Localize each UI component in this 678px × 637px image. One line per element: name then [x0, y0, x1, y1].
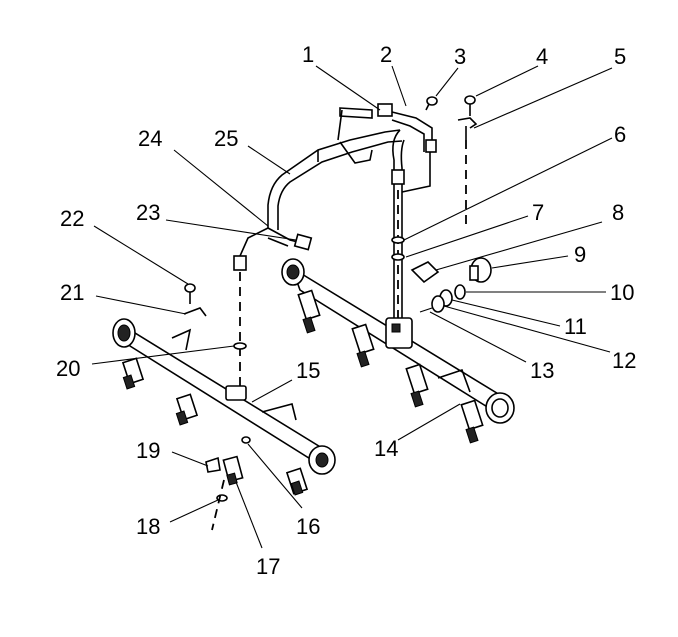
o-ring-part-10 [454, 284, 466, 300]
upper-fitting-assembly [337, 103, 437, 193]
callout-19: 19 [136, 438, 160, 463]
alignment-line-injector [211, 479, 225, 531]
leader-lines [91, 65, 613, 549]
callout-16: 16 [296, 514, 320, 539]
callout-24: 24 [138, 126, 162, 151]
retainer-part-12 [431, 295, 445, 313]
clip-part-13 [419, 307, 433, 313]
callout-6: 6 [614, 122, 626, 147]
regulator-part-9 [469, 257, 492, 283]
fuel-line-fitting-part-24 [233, 227, 313, 271]
callout-labels: 1 2 3 4 5 6 7 8 9 10 11 12 13 14 15 16 1… [56, 42, 636, 579]
callout-2: 2 [380, 42, 392, 67]
callout-7: 7 [532, 200, 544, 225]
callout-15: 15 [296, 358, 320, 383]
callout-23: 23 [136, 200, 160, 225]
callout-8: 8 [612, 200, 624, 225]
bracket-part-5 [457, 117, 478, 140]
callout-21: 21 [60, 280, 84, 305]
callout-3: 3 [454, 44, 466, 69]
bolt-part-22 [184, 283, 196, 304]
bracket-part-8 [410, 261, 440, 284]
screw-part-3 [425, 96, 438, 111]
callout-10: 10 [610, 280, 634, 305]
bracket-part-21 [183, 307, 207, 317]
callout-25: 25 [214, 126, 238, 151]
pressure-regulator-body [385, 317, 413, 349]
callout-5: 5 [614, 44, 626, 69]
o-ring-part-20 [233, 342, 247, 350]
fuel-crossover-pipe [267, 129, 403, 230]
callout-17: 17 [256, 554, 280, 579]
o-ring-part-6 [391, 236, 405, 244]
callout-4: 4 [536, 44, 548, 69]
callout-22: 22 [60, 206, 84, 231]
bolt-part-4 [464, 95, 476, 116]
injector-part-17 [222, 455, 244, 486]
o-ring-part-16 [241, 436, 251, 444]
callout-9: 9 [574, 242, 586, 267]
callout-1: 1 [302, 42, 314, 67]
callout-14: 14 [374, 436, 398, 461]
clip-part-19 [205, 456, 221, 473]
callout-18: 18 [136, 514, 160, 539]
callout-12: 12 [612, 348, 636, 373]
callout-13: 13 [530, 358, 554, 383]
callout-20: 20 [56, 356, 80, 381]
left-rail-fitting [225, 385, 247, 401]
o-ring-part-7 [391, 253, 405, 261]
callout-11: 11 [564, 314, 587, 339]
left-fuel-rail [112, 318, 336, 496]
